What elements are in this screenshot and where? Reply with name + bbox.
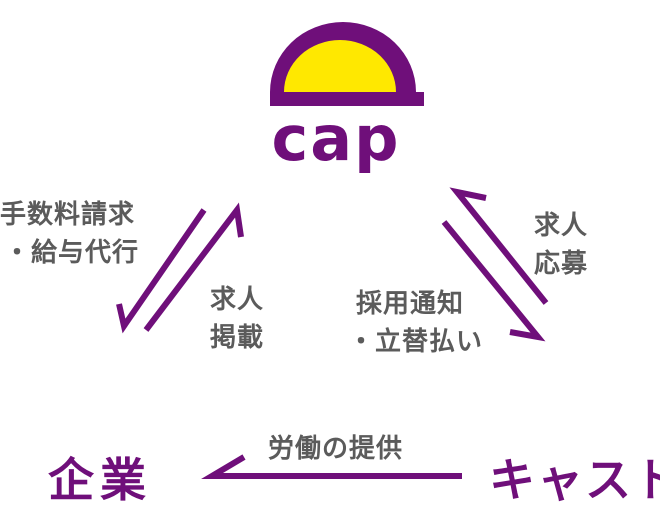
- label-job-post-line2: 掲載: [210, 323, 265, 353]
- label-job-post: 求人 掲載: [210, 281, 264, 357]
- label-fee-line1: 手数料請求: [0, 200, 136, 230]
- label-hire-notice: 採用通知 ・立替払い: [348, 285, 483, 361]
- label-fee-line2: ・給与代行: [4, 238, 140, 268]
- arrow-fee: [116, 208, 207, 334]
- label-hire-notice-line2: ・立替払い: [348, 327, 484, 357]
- node-company: 企業: [48, 453, 152, 507]
- label-job-apply-line2: 応募: [534, 249, 589, 279]
- label-job-post-line1: 求人: [210, 285, 265, 315]
- arrow-job-post: [143, 202, 244, 332]
- label-labor: 労働の提供: [268, 434, 404, 464]
- arrow-labor: [201, 454, 462, 479]
- node-cast: キャスト: [489, 453, 660, 507]
- logo-text: cap: [272, 102, 401, 175]
- arrow-job-apply: [449, 187, 549, 305]
- label-job-apply-line1: 求人: [534, 211, 589, 241]
- logo-helmet-icon: [270, 22, 424, 106]
- arrow-hire-notice: [441, 220, 546, 342]
- label-fee: 手数料請求 ・給与代行: [0, 196, 139, 272]
- label-hire-notice-line1: 採用通知: [356, 289, 465, 319]
- label-job-apply: 求人 応募: [534, 207, 588, 283]
